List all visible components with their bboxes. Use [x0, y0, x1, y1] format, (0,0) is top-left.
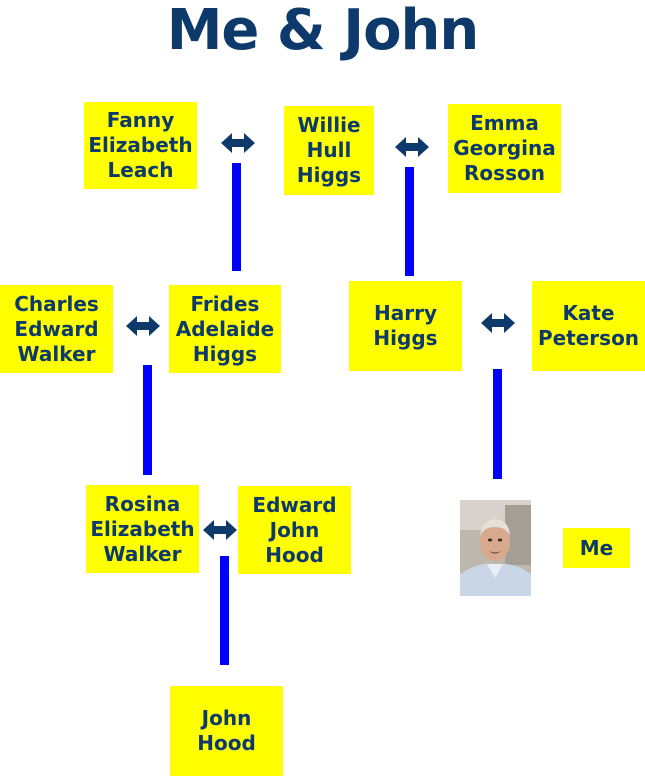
- person-charles-edward-walker: Charles Edward Walker: [0, 285, 113, 373]
- descent-line: [405, 167, 414, 276]
- person-harry-higgs: Harry Higgs: [349, 281, 462, 371]
- descent-line: [220, 556, 229, 665]
- person-emma-georgina-rosson: Emma Georgina Rosson: [448, 104, 561, 193]
- double-arrow-icon: [481, 313, 515, 333]
- person-edward-john-hood: Edward John Hood: [238, 486, 351, 574]
- person-willie-hull-higgs: Willie Hull Higgs: [284, 106, 374, 195]
- person-kate-peterson: Kate Peterson: [532, 281, 645, 371]
- double-arrow-icon: [203, 520, 237, 540]
- double-arrow-icon: [126, 316, 160, 336]
- double-arrow-icon: [395, 137, 429, 157]
- person-john-hood: John Hood: [170, 686, 283, 776]
- descent-line: [143, 365, 152, 475]
- page-title: Me & John: [166, 0, 480, 63]
- double-arrow-icon: [221, 133, 255, 153]
- me-photo: [460, 500, 531, 596]
- person-frides-adelaide-higgs: Frides Adelaide Higgs: [169, 285, 281, 373]
- person-fanny-elizabeth-leach: Fanny Elizabeth Leach: [84, 102, 197, 189]
- descent-line: [493, 369, 502, 479]
- person-rosina-elizabeth-walker: Rosina Elizabeth Walker: [86, 485, 199, 573]
- descent-line: [232, 163, 241, 271]
- person-me: Me: [563, 528, 630, 568]
